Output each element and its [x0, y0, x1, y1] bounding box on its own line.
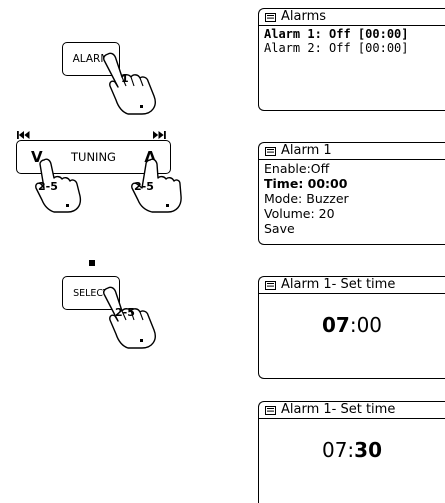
time-minutes[interactable]: 00	[357, 313, 382, 337]
pointing-hand-icon: 2-5	[128, 158, 184, 214]
screen-title: Alarm 1- Set time	[281, 402, 395, 418]
screen-title: Alarm 1- Set time	[281, 277, 395, 293]
time-display: 07:30	[259, 438, 445, 462]
alarm-list: Alarm 1: Off [00:00] Alarm 2: Off [00:00…	[259, 26, 445, 55]
list-item-time[interactable]: Time: 00:00	[264, 176, 445, 191]
list-item-alarm-1[interactable]: Alarm 1: Off [00:00]	[264, 27, 445, 41]
list-item-enable[interactable]: Enable:Off	[264, 161, 445, 176]
stop-icon	[89, 260, 95, 266]
screen-titlebar: Alarms	[259, 9, 445, 26]
screen-title: Alarm 1	[281, 143, 332, 159]
time-separator: :	[350, 313, 357, 337]
menu-icon	[265, 147, 276, 156]
set-time-hours-screen: Alarm 1- Set time 07:00	[258, 276, 445, 379]
list-item-mode[interactable]: Mode: Buzzer	[264, 191, 445, 206]
alarms-screen: Alarms Alarm 1: Off [00:00] Alarm 2: Off…	[258, 8, 445, 111]
time-minutes[interactable]: 30	[354, 438, 382, 462]
time-display: 07:00	[259, 313, 445, 337]
pointing-hand-icon: 2-5	[30, 158, 86, 214]
alarm-1-screen: Alarm 1 Enable:Off Time: 00:00 Mode: Buz…	[258, 142, 445, 245]
step-number-1: 1	[121, 72, 129, 85]
step-number-2-5: 2-5	[115, 306, 135, 319]
alarm-settings-list: Enable:Off Time: 00:00 Mode: Buzzer Volu…	[259, 160, 445, 236]
pointing-hand-icon: 1	[100, 52, 162, 116]
menu-icon	[265, 406, 276, 415]
menu-icon	[265, 13, 276, 22]
screen-titlebar: Alarm 1- Set time	[259, 277, 445, 294]
step-number-2-5-left: 2-5	[38, 180, 58, 193]
pointing-hand-icon: 2-5	[100, 286, 162, 350]
screen-title: Alarms	[281, 9, 326, 25]
step-number-2-5-right: 2-5	[134, 180, 154, 193]
time-hours[interactable]: 07	[322, 313, 350, 337]
time-hours[interactable]: 07	[322, 438, 347, 462]
screen-titlebar: Alarm 1- Set time	[259, 402, 445, 419]
screen-titlebar: Alarm 1	[259, 143, 445, 160]
list-item-save[interactable]: Save	[264, 221, 445, 236]
set-time-minutes-screen: Alarm 1- Set time 07:30	[258, 401, 445, 503]
menu-icon	[265, 281, 276, 290]
list-item-alarm-2[interactable]: Alarm 2: Off [00:00]	[264, 41, 445, 55]
list-item-volume[interactable]: Volume: 20	[264, 206, 445, 221]
